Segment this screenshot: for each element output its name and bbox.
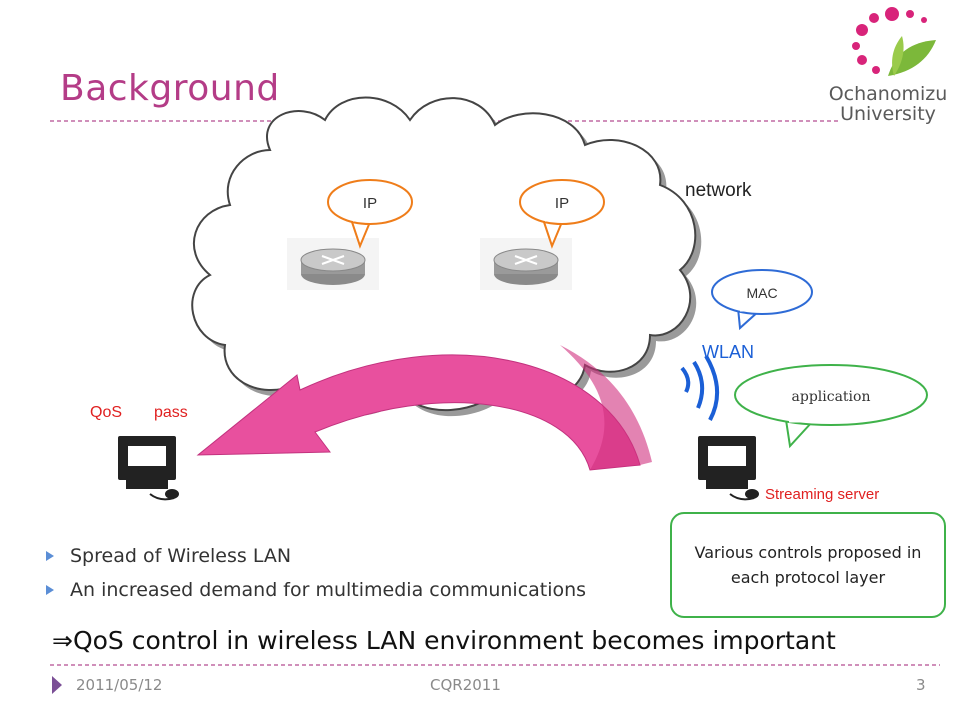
university-logo-icon [852,7,936,76]
logo-text: Ochanomizu University [828,84,948,124]
controls-box: Various controls proposed in each protoc… [670,512,946,618]
footer-marker-icon [52,676,62,694]
footer-conference: CQR2011 [430,676,501,694]
wlan-waves-icon [680,354,720,421]
ip-bubble-1 [327,179,413,249]
server-computer-icon [698,436,759,501]
bullet-text-1: Spread of Wireless LAN [70,545,292,567]
client-computer-icon [118,436,179,501]
qos-pass-arrow [196,345,652,471]
bullet-arrow-icon [46,551,54,561]
router-1-icon [287,238,379,290]
ip-label-2: IP [555,195,569,212]
bullet-arrow-icon [46,585,54,595]
mac-bubble [711,269,813,331]
footer-date: 2011/05/12 [76,676,163,694]
network-cloud [191,96,697,411]
mac-label: MAC [746,285,777,301]
streaming-server-label: Streaming server [765,486,879,503]
application-label: application [792,389,871,405]
router-2-icon [480,238,572,290]
bullet-item-2: An increased demand for multimedia commu… [42,579,586,601]
footer-page-number: 3 [916,676,926,694]
wlan-label: WLAN [702,342,754,362]
bullet-list: Spread of Wireless LAN An increased dema… [42,545,586,613]
logo-line-1: Ochanomizu [828,83,948,105]
bullet-text-2: An increased demand for multimedia commu… [70,579,587,601]
ip-label-1: IP [363,195,377,212]
network-label: network [685,180,752,201]
conclusion-text: ⇒QoS control in wireless LAN environment… [52,626,836,655]
qos-label: QoS [90,404,122,421]
application-bubble [734,364,928,449]
pass-label: pass [154,404,188,421]
logo-line-2: University [840,103,936,125]
bullet-item-1: Spread of Wireless LAN [42,545,586,567]
controls-box-text: Various controls proposed in each protoc… [694,543,922,587]
page-title: Background [60,68,280,109]
ip-bubble-2 [519,179,605,249]
